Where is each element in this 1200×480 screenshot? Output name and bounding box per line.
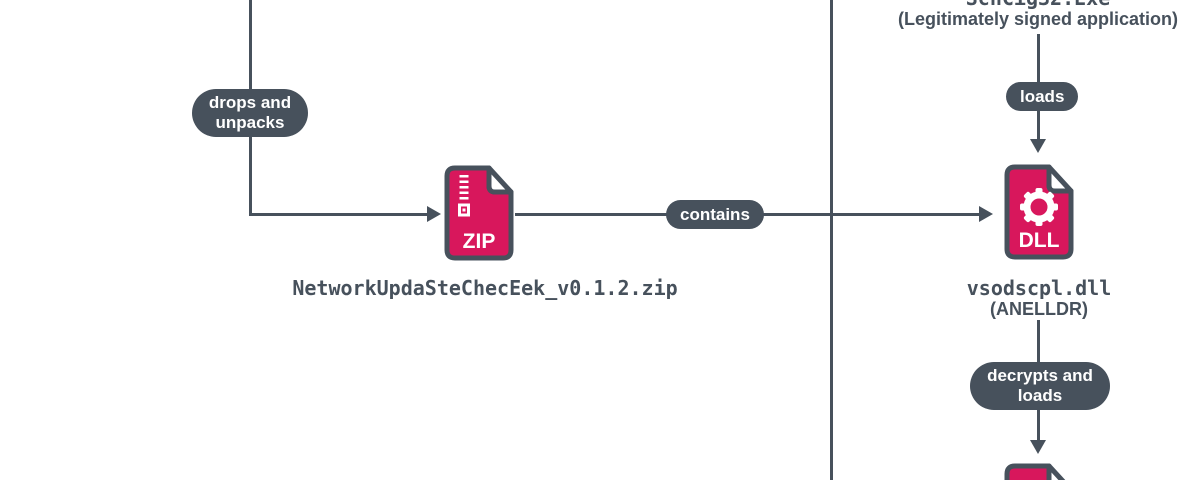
dll-caption: vsodscpl.dll (ANELLDR) (839, 277, 1200, 320)
loads-edge-arrowhead (1030, 139, 1046, 153)
drops-and-unpacks-label: drops and unpacks (192, 89, 308, 137)
dll-type-badge: DLL (1019, 229, 1060, 252)
zip-file-fold (486, 165, 514, 195)
payload-file-icon (1004, 463, 1066, 480)
payload-file-fold (1046, 463, 1066, 480)
zipper-icon (458, 175, 470, 217)
drops-and-unpacks-line2: unpacks (215, 113, 285, 132)
payload-file-paper (1004, 463, 1052, 480)
contains-label: contains (666, 200, 764, 229)
decrypts-edge-arrowhead (1030, 440, 1046, 454)
zip-file-icon: ZIP (444, 165, 514, 261)
loads-label-text: loads (1020, 86, 1065, 106)
signed-exe-caption: SchCig32.Exe (Legitimately signed applic… (838, 0, 1200, 30)
drops-and-unpacks-line1: drops and (208, 93, 292, 112)
signed-exe-description: (Legitimately signed application) (897, 9, 1179, 29)
contains-label-text: contains (680, 204, 750, 224)
dll-file-fold (1046, 164, 1074, 194)
decrypts-and-loads-line1: decrypts and (987, 366, 1093, 385)
dll-file-icon: DLL (1004, 164, 1074, 260)
decrypts-and-loads-line2: loads (1017, 386, 1063, 405)
dll-filename: vsodscpl.dll (966, 276, 1112, 300)
signed-exe-filename: SchCig32.Exe (838, 0, 1200, 9)
gear-icon (1020, 188, 1058, 226)
drop-edge-arrowhead (427, 206, 441, 222)
decrypts-and-loads-label: decrypts and loads (970, 362, 1110, 410)
dll-alias: (ANELLDR) (990, 299, 1088, 319)
drop-edge-horizontal-line (249, 213, 427, 216)
zip-filename: NetworkUpdaSteChecEek_v0.1.2.zip (292, 276, 678, 300)
loads-label: loads (1006, 82, 1079, 111)
section-divider (830, 0, 833, 480)
zip-type-badge: ZIP (463, 230, 496, 253)
contains-edge-arrowhead (979, 206, 993, 222)
